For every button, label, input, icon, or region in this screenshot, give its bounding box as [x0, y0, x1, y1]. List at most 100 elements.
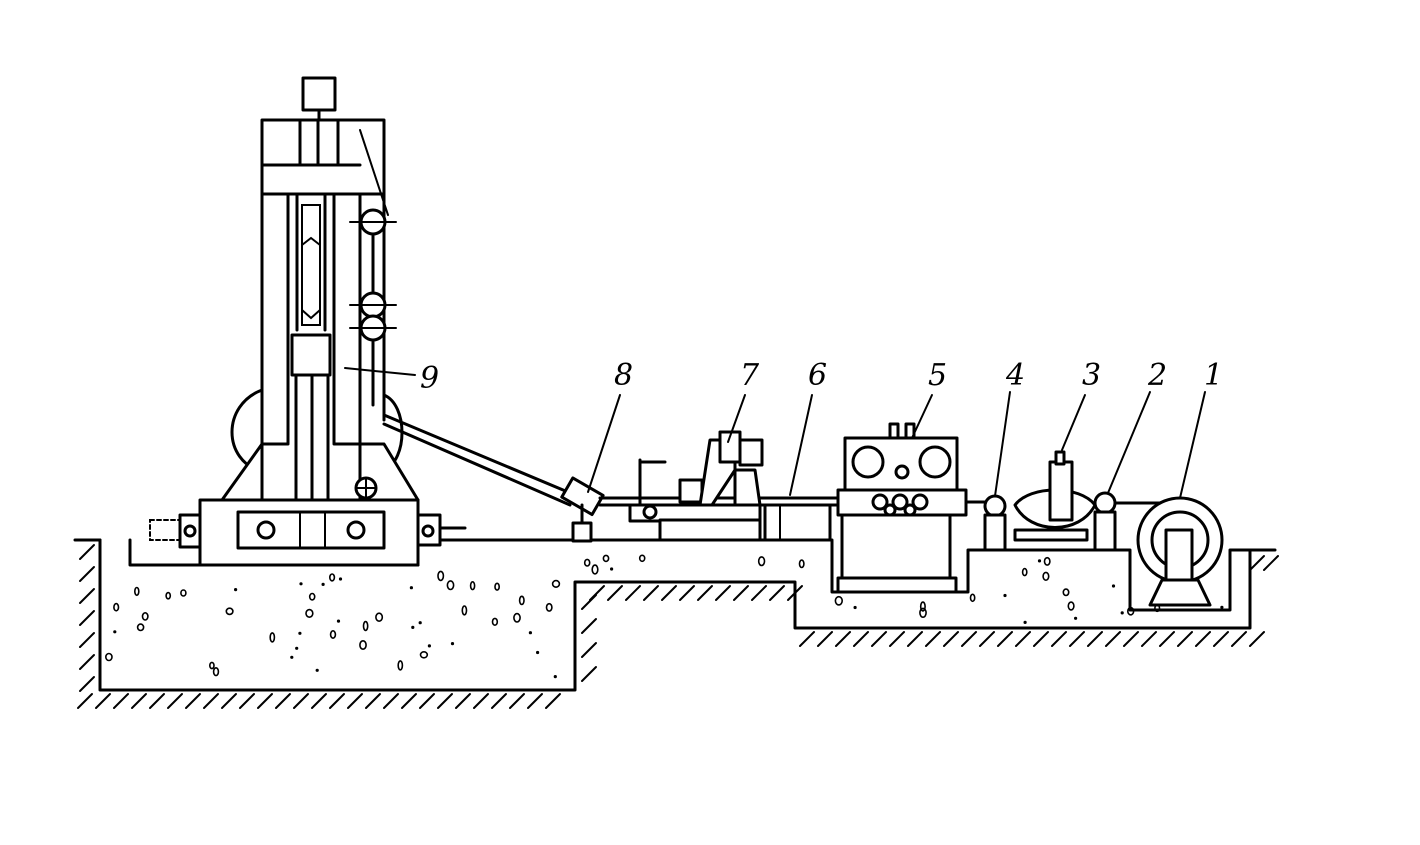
ground-hatch-line — [751, 585, 767, 601]
concrete-pebble — [602, 554, 610, 563]
ground-hatch-line — [997, 631, 1013, 647]
ground-hatch-line — [1231, 631, 1247, 647]
ground-hatch-line — [95, 693, 111, 709]
concrete-pebble — [1067, 601, 1075, 611]
callout-7: 7 — [740, 358, 760, 393]
ground-hatch-line — [419, 693, 435, 709]
ground-hatch-line — [239, 693, 255, 709]
concrete-pebble — [469, 580, 476, 591]
ground-hatch-line — [185, 693, 201, 709]
concrete-pebble — [362, 620, 369, 632]
ground-hatch-line — [1195, 631, 1211, 647]
ground-hatch-line — [715, 585, 731, 601]
ground-hatch-line — [473, 693, 489, 709]
concrete-dot — [853, 605, 857, 610]
guide-roller-8 — [560, 476, 605, 543]
concrete-pebble — [269, 632, 276, 643]
concrete-dot — [411, 625, 415, 630]
callout-2: 2 — [1147, 358, 1167, 393]
concrete-pebble — [591, 564, 599, 575]
ground-hatch-line — [1015, 631, 1031, 647]
ground-hatch-line — [203, 693, 219, 709]
concrete-dot — [315, 668, 319, 672]
concrete-dot — [295, 646, 299, 650]
concrete-dot — [450, 642, 455, 646]
concrete-dot — [298, 631, 302, 635]
concrete-pebble — [518, 595, 525, 606]
ground-hatch-line — [697, 585, 713, 601]
ground-hatch-line — [769, 585, 785, 601]
callout-6: 6 — [808, 358, 827, 393]
ground-hatch-line — [1177, 631, 1193, 647]
ground-hatch-line — [679, 585, 695, 601]
ground-hatch-line — [491, 693, 507, 709]
concrete-dot — [113, 630, 117, 634]
concrete-dot — [536, 650, 540, 655]
concrete-pebble — [134, 586, 140, 597]
concrete-dot — [1220, 605, 1224, 609]
ground-hatch-line — [455, 693, 471, 709]
straightener-3 — [1013, 450, 1097, 542]
ground-hatch-line — [1263, 555, 1279, 571]
ground-hatch-line — [943, 631, 959, 647]
ground-hatch-line — [1105, 631, 1121, 647]
concrete-pebble — [1021, 567, 1028, 577]
ground-hatch-line — [79, 654, 95, 670]
callout-4: 4 — [1005, 358, 1025, 393]
ground-hatch-line — [581, 666, 597, 682]
concrete-pebble — [375, 612, 384, 623]
coil-reel-1 — [1136, 496, 1224, 607]
concrete-pebble — [1126, 606, 1135, 616]
ground-hatch-line — [907, 631, 923, 647]
roll-stand-5 — [836, 422, 1002, 594]
ground-hatch-line — [401, 693, 417, 709]
concrete-pebble — [225, 607, 234, 616]
concrete-dot — [427, 644, 431, 648]
ground-hatch-line — [853, 631, 869, 647]
concrete-dot — [610, 567, 614, 571]
ground-hatch-line — [799, 631, 815, 647]
concrete-pebble — [1042, 571, 1050, 581]
ground-hatch-line — [1033, 631, 1049, 647]
concrete-dot — [1003, 593, 1007, 598]
concrete-pebble — [446, 580, 455, 591]
ground-hatch-line — [329, 693, 345, 709]
ground-hatch-line — [1123, 631, 1139, 647]
ground-hatch-line — [79, 610, 95, 626]
concrete-dot — [1023, 620, 1027, 625]
ground-hatch-line — [509, 693, 525, 709]
callout-3: 3 — [1082, 358, 1101, 393]
concrete-pebble — [419, 650, 429, 659]
callout-8: 8 — [614, 358, 633, 393]
callout-labels: 9 8 7 6 5 4 3 2 1 — [420, 358, 1223, 396]
ground-hatch-line — [257, 693, 273, 709]
concrete-dot — [1120, 611, 1124, 615]
concrete-pebble — [359, 639, 367, 650]
concrete-pebble — [180, 589, 187, 597]
concrete-pebble — [757, 556, 766, 567]
ground-hatch-line — [1069, 631, 1085, 647]
concrete-pebble — [461, 605, 468, 616]
roller-support-4 — [983, 494, 1007, 552]
ground-hatch-line — [79, 632, 95, 648]
concrete-pebble — [491, 617, 499, 626]
ground-hatch-line — [643, 585, 659, 601]
concrete-dot — [418, 621, 422, 625]
concrete-pebble — [1062, 588, 1070, 597]
ground-hatch-line — [787, 585, 803, 601]
concrete-pebble — [551, 579, 561, 589]
ground-hatch-line — [607, 585, 623, 601]
callout-leaders — [344, 367, 1206, 499]
ground-hatch-line — [1087, 631, 1103, 647]
ground-hatch-line — [1213, 631, 1229, 647]
ground-hatch-line — [365, 693, 381, 709]
ground-hatch-line — [925, 631, 941, 647]
ground-hatch-line — [167, 693, 183, 709]
ground-hatch-line — [311, 693, 327, 709]
concrete-dot — [1037, 559, 1042, 563]
concrete-pebble — [141, 612, 149, 621]
concrete-pebble — [583, 558, 591, 567]
concrete-dot — [321, 582, 325, 587]
ground-hatch-line — [79, 566, 95, 582]
concrete-pebble — [329, 629, 337, 639]
